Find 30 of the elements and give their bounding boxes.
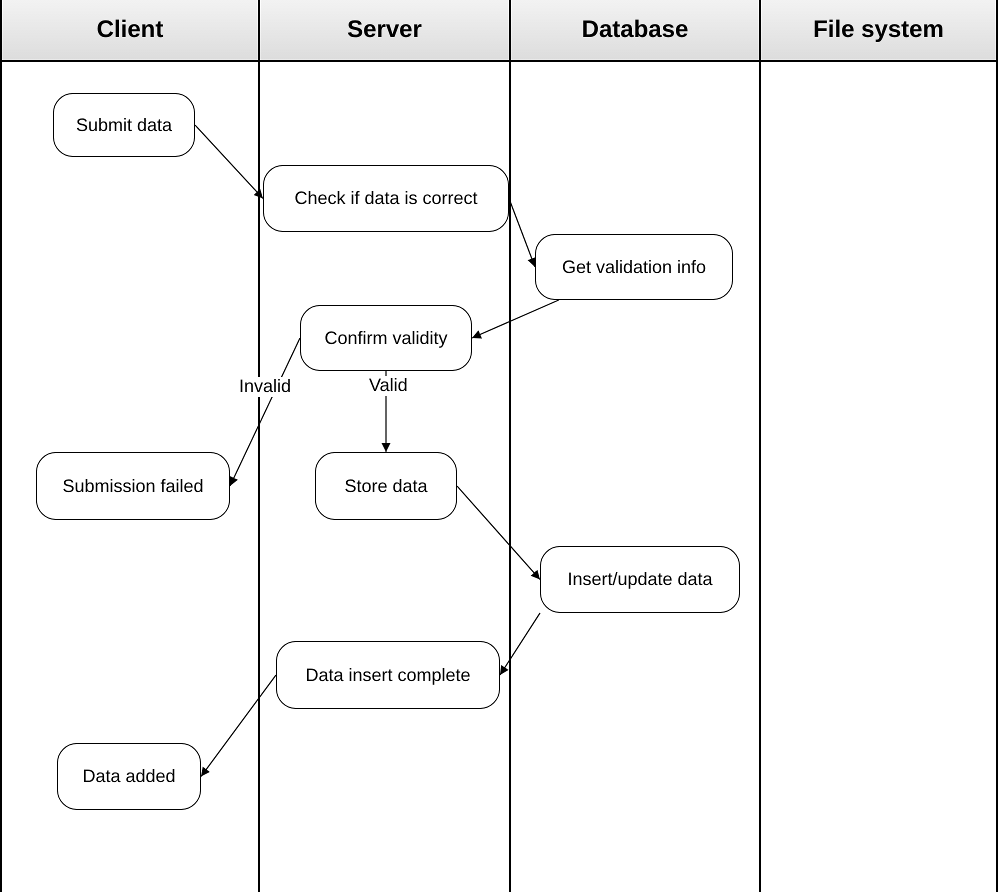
edge-label: Valid xyxy=(368,376,409,396)
arrow xyxy=(456,486,540,580)
lane-header: Database xyxy=(511,0,759,62)
process-label: Get validation info xyxy=(562,256,706,278)
process-box xyxy=(276,641,500,709)
process-label: Confirm validity xyxy=(324,328,448,348)
lane-header: Server xyxy=(260,0,509,62)
arrow xyxy=(472,299,559,339)
process-label: Submission failed xyxy=(62,476,204,496)
process-label: Check if data is correct xyxy=(294,188,478,209)
edge-label: Invalid xyxy=(238,377,292,397)
process-box xyxy=(263,165,509,232)
process-label: Insert/update data xyxy=(567,569,713,590)
process-label: Submit data xyxy=(76,114,172,136)
process-box xyxy=(57,743,201,810)
process-label: Data insert complete xyxy=(305,664,471,686)
swimlane xyxy=(759,0,998,892)
lane-header: File system xyxy=(761,0,996,62)
process-label: Data added xyxy=(82,766,176,787)
swimlane xyxy=(509,0,759,892)
process-label: Store data xyxy=(344,476,428,496)
process-box xyxy=(315,452,457,520)
process-box xyxy=(535,234,733,300)
process-box xyxy=(540,546,740,613)
lane-header: Client xyxy=(2,0,258,62)
arrow xyxy=(500,612,540,676)
process-box xyxy=(300,305,472,371)
arrow xyxy=(194,124,264,199)
process-box xyxy=(36,452,230,520)
process-box xyxy=(53,93,195,157)
